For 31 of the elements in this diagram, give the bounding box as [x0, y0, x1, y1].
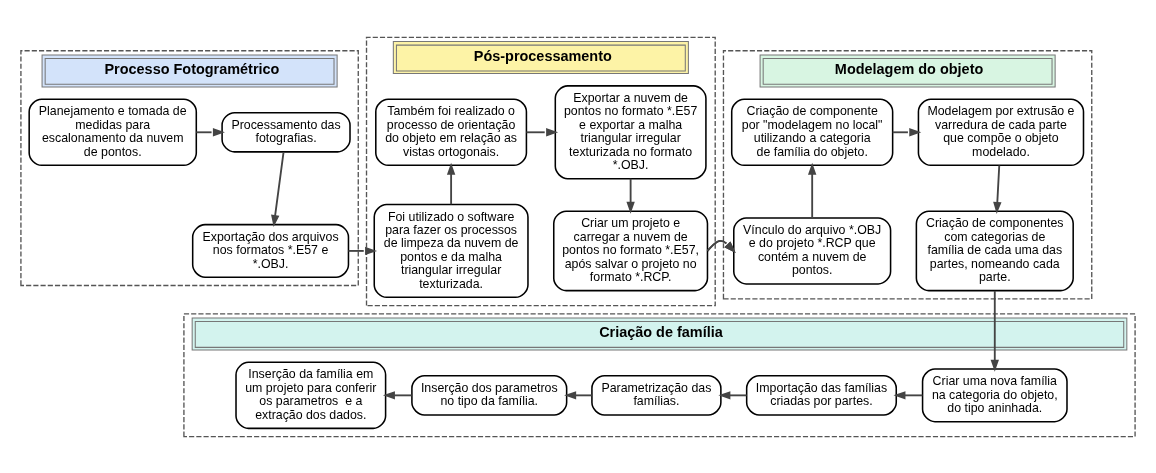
node-box: Criação de componentes com categorias de família de cada uma das partes, nomeando cada parte.: [915, 209, 1074, 291]
arrow: [993, 164, 1002, 214]
arrow: [990, 289, 999, 372]
arrow: [195, 127, 225, 136]
arrow: [706, 239, 736, 253]
arrow: [446, 162, 456, 205]
node-box: Foi utilizado o software para fazer os processos de limpeza da nuvem de pontos e da malha triangular irregular texturizada.: [373, 203, 529, 298]
node-box: Exportar a nuvem de pontos no formato *.E57 e exportar a malha triangular irregular texturizada no formato *.OBJ.: [554, 84, 707, 179]
node-box: Criação de componente por "modelagem no local" utilizando a categoria de família do objeto.: [730, 98, 894, 166]
arrow: [347, 246, 378, 255]
node-box: Planejamento e tomada de medidas para escalonamento da nuvem de pontos.: [28, 98, 198, 166]
arrow: [891, 127, 922, 136]
node-box: Criar uma nova família na categoria do objeto, do tipo aninhada.: [921, 367, 1068, 422]
node-box: Inserção dos parametros no tipo da família.: [411, 374, 568, 416]
arrow: [718, 390, 748, 400]
arrow: [807, 162, 817, 219]
arrow: [626, 177, 635, 214]
node-box: Exportação dos arquivos nos formatos *.E57 e *.OBJ.: [191, 223, 350, 278]
node-box: Parametrização das famílias.: [591, 374, 722, 416]
arrow: [525, 127, 559, 136]
arrow: [271, 150, 285, 227]
node-box: Modelagem por extrusão e varredura de cada parte que compõe o objeto modelado.: [917, 98, 1085, 166]
node-box: Vínculo do arquivo *.OBJ e do projeto *.RCP que contém a nuvem de pontos.: [733, 216, 892, 285]
arrow: [382, 390, 413, 400]
node-box: Também foi realizado o processo de orientação do objeto em relação as vistas ortogonais.: [375, 98, 528, 166]
arrow: [564, 390, 593, 400]
node-box: Importação das famílias criadas por partes.: [745, 374, 898, 416]
node-box: Processamento das fotografias.: [221, 111, 351, 153]
node-box: Inserção da família em um projeto para conferir os parametros e a extração dos dados.: [235, 361, 387, 429]
node-box: Criar um projeto e carregar a nuvem de pontos no formato *.E57, após salvar o projeto no formato *.RCP.: [553, 209, 709, 291]
arrow: [893, 390, 924, 400]
